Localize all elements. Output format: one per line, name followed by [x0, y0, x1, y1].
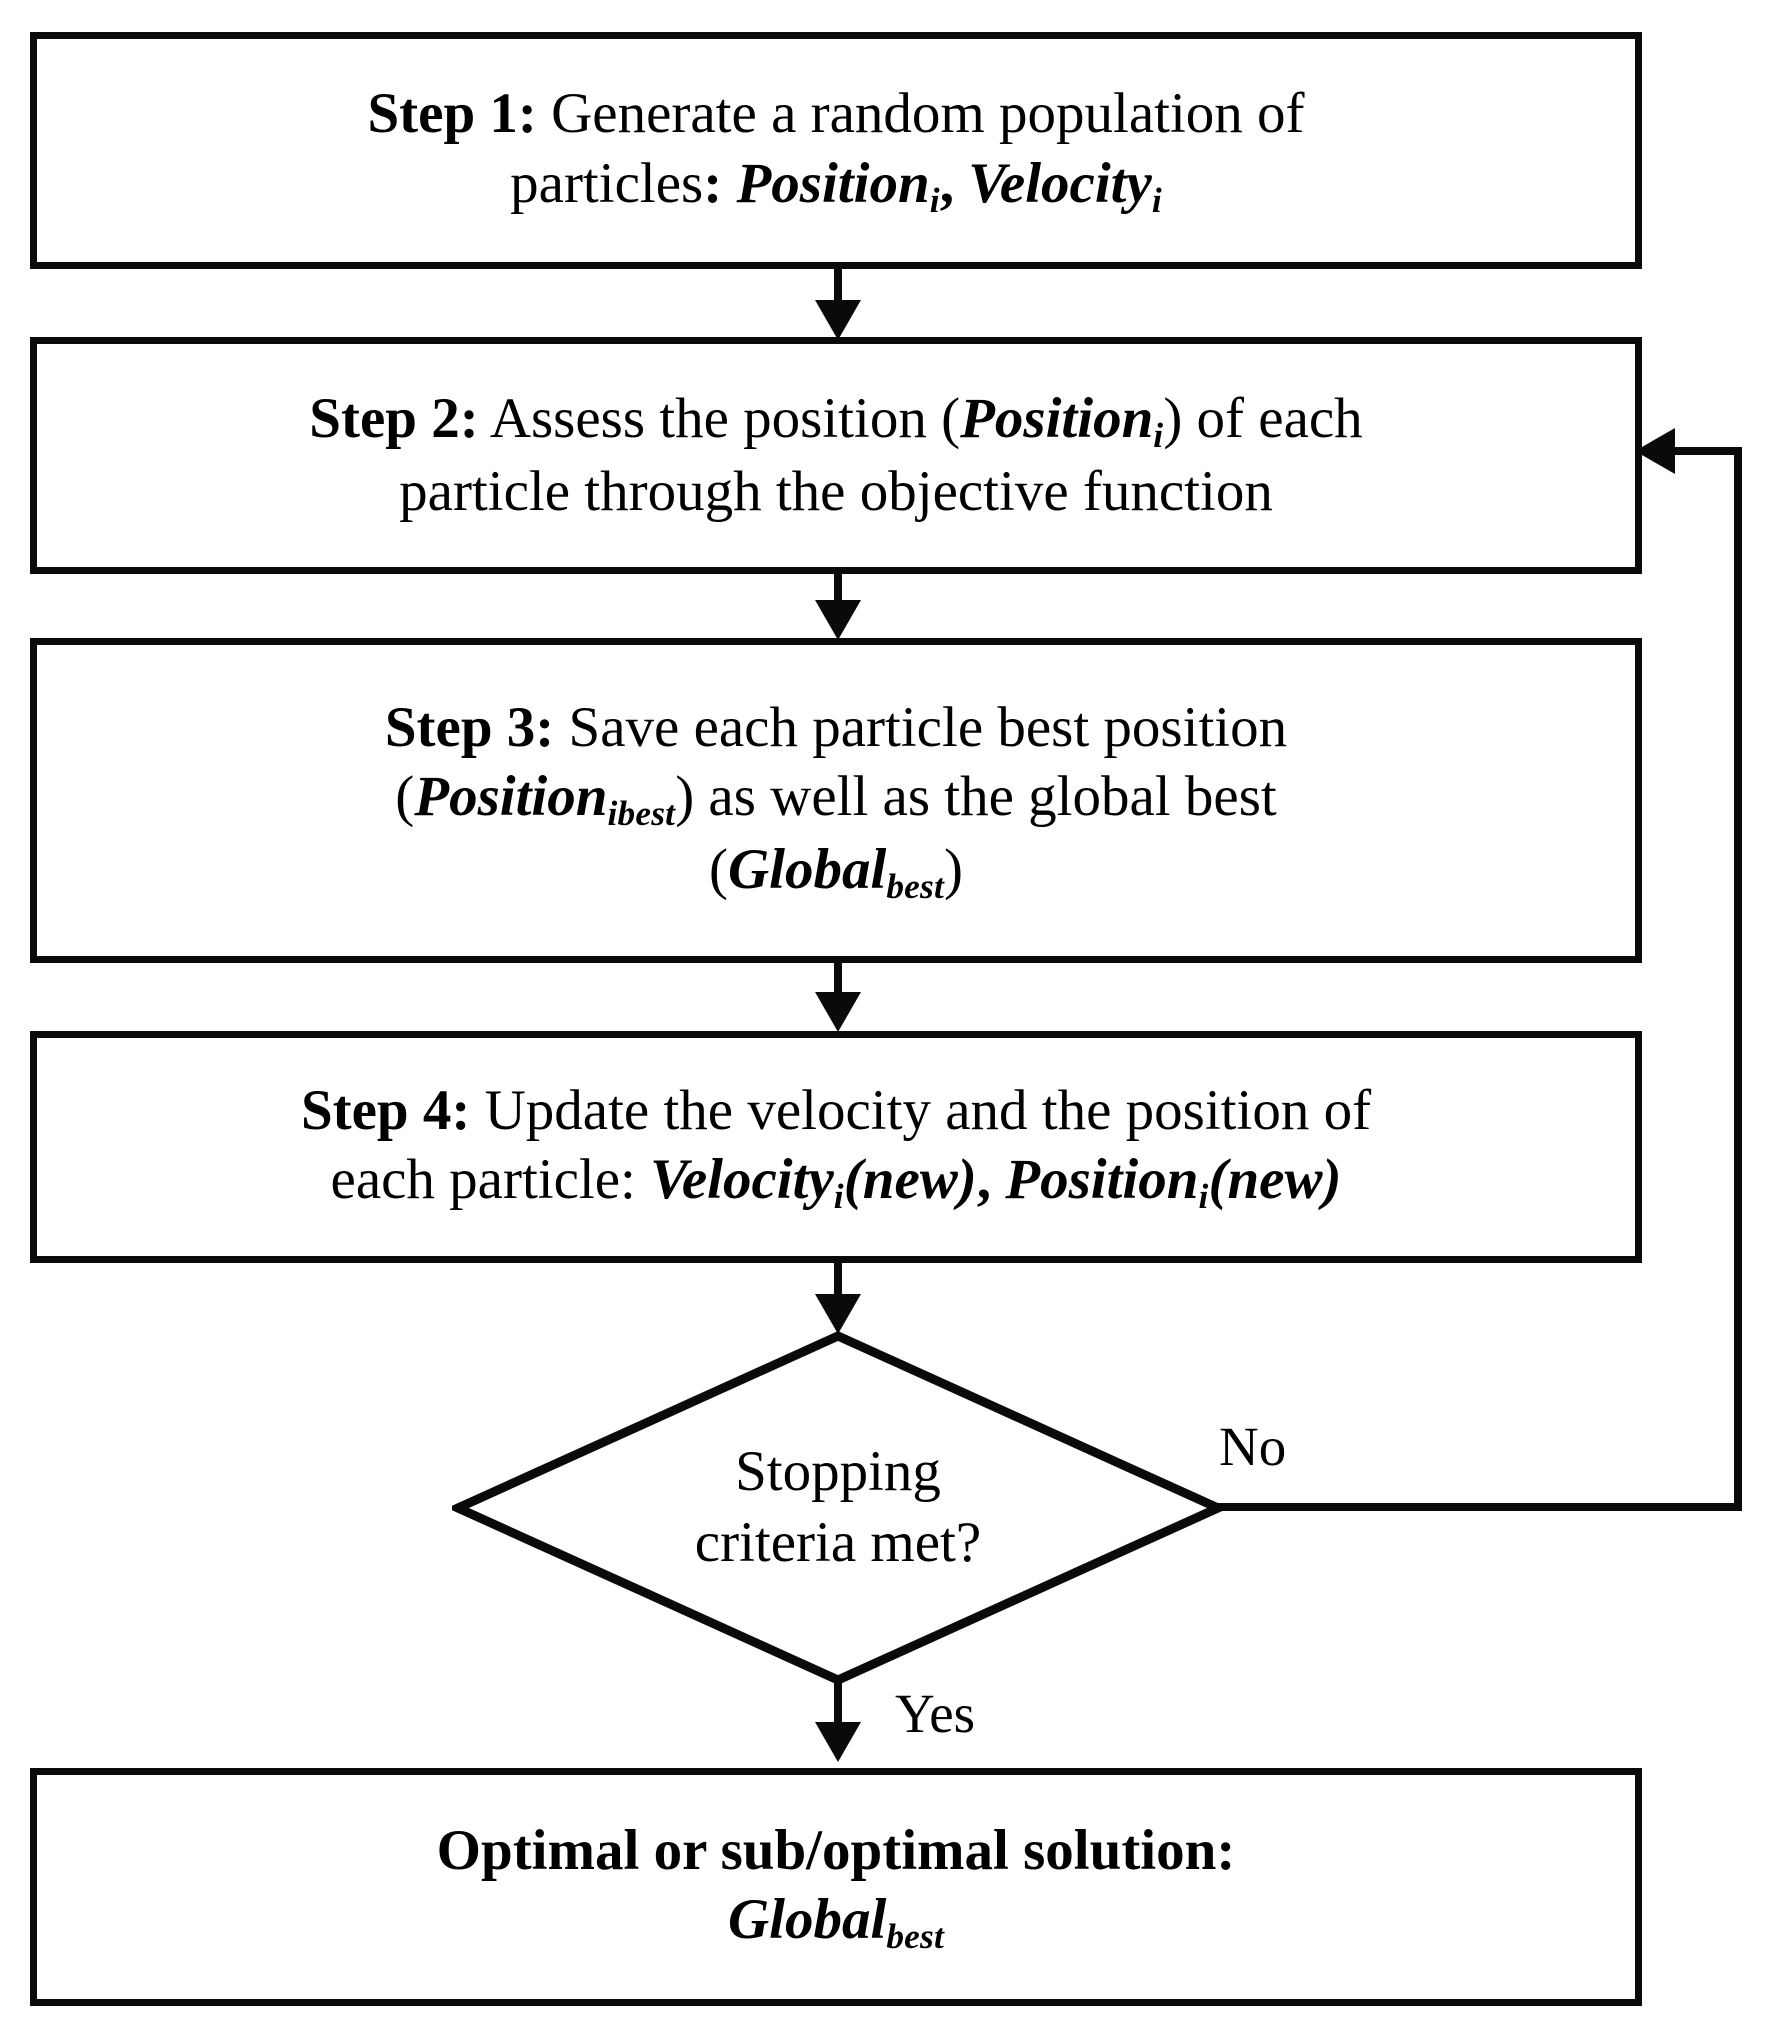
connector-step2-step3 [834, 574, 842, 616]
step-3-line-1: Step 3: Save each particle best position [384, 695, 1288, 759]
step-1-box[interactable]: Step 1: Generate a random population of … [30, 32, 1642, 269]
variable-global-best: Globalbest [727, 1888, 945, 1957]
step-4-box[interactable]: Step 4: Update the velocity and the posi… [30, 1031, 1642, 1263]
step-2-line-2: particle through the objective function [399, 460, 1273, 524]
connector-step4-decision [834, 1263, 842, 1313]
step-3-line-3: (Globalbest) [708, 838, 964, 907]
feedback-segment-vertical [1734, 447, 1742, 1507]
feedback-segment-horizontal-bottom [1214, 1503, 1742, 1511]
step-1-line-2: particles: Positioni, Velocityi [510, 151, 1162, 220]
connector-decision-terminal [834, 1678, 842, 1738]
step-1-line-1: Step 1: Generate a random population of [367, 82, 1305, 146]
step-2-box[interactable]: Step 2: Assess the position (Positioni) … [30, 337, 1642, 574]
decision-line-2: criteria met? [694, 1511, 982, 1574]
arrowhead-step1-step2 [815, 300, 861, 340]
variable-velocity-i: Velocityi [968, 151, 1162, 220]
terminal-line-1: Optimal or sub/optimal solution: [436, 1818, 1236, 1882]
step-2-line-1: Step 2: Assess the position (Positioni) … [309, 387, 1363, 456]
variable-global-best: Globalbest [727, 838, 945, 907]
arrowhead-step2-step3 [815, 600, 861, 640]
arrowhead-step3-step4 [815, 992, 861, 1032]
feedback-segment-horizontal-top [1668, 447, 1738, 455]
variable-position-i: Positioni [960, 387, 1164, 456]
terminal-result-box[interactable]: Optimal or sub/optimal solution: Globalb… [30, 1768, 1642, 2006]
arrowhead-feedback-into-step2 [1635, 428, 1675, 474]
variable-velocity-i-new: Velocityi(new) [650, 1148, 977, 1217]
edge-label-yes: Yes [895, 1683, 976, 1744]
step-4-line-2: each particle: Velocityi(new), Positioni… [330, 1148, 1342, 1217]
decision-line-1: Stopping [735, 1440, 941, 1504]
decision-text: Stopping criteria met? [452, 1330, 1224, 1686]
edge-label-no: No [1219, 1416, 1287, 1477]
variable-position-i-new: Positioni(new) [1005, 1148, 1342, 1217]
variable-position-ibest: Positionibest [414, 765, 676, 834]
step-3-box[interactable]: Step 3: Save each particle best position… [30, 638, 1642, 963]
connector-step3-step4 [834, 963, 842, 1005]
step-4-line-1: Step 4: Update the velocity and the posi… [300, 1078, 1372, 1142]
arrowhead-decision-terminal [815, 1722, 861, 1762]
variable-position-i: Positioni [736, 151, 940, 220]
arrowhead-step4-decision [815, 1294, 861, 1334]
terminal-line-2: Globalbest [728, 1885, 944, 1958]
step-3-line-2: (Positionibest) as well as the global be… [395, 765, 1277, 834]
connector-step1-step2 [834, 269, 842, 311]
decision-stopping-criteria[interactable]: Stopping criteria met? [452, 1330, 1224, 1686]
